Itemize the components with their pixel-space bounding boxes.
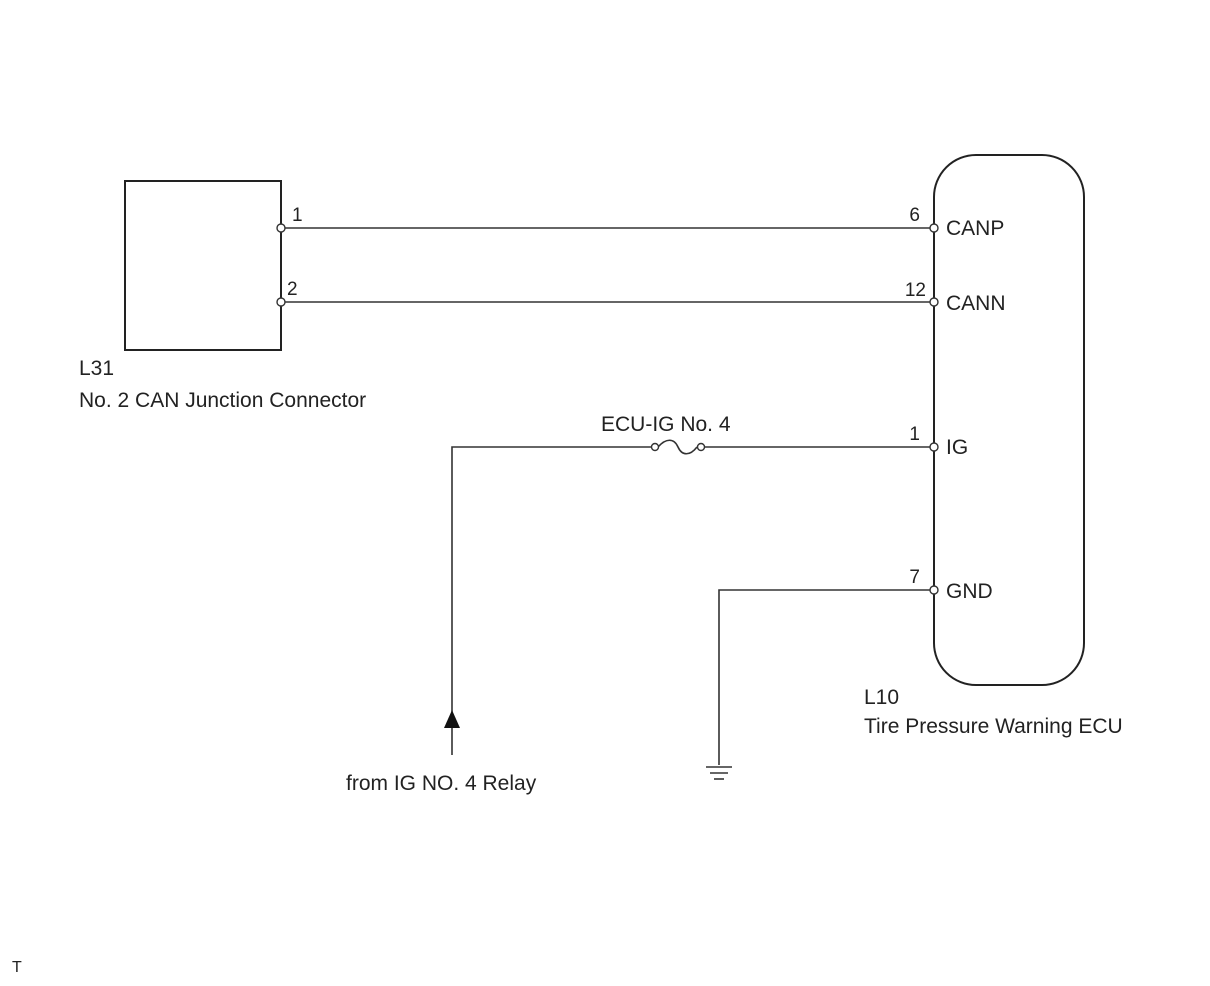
- ecu-pin-canp-terminal: [929, 223, 939, 233]
- l10-ecu-box: [933, 154, 1085, 686]
- ecu-signal-canp: CANP: [946, 217, 1004, 240]
- l31-pin-2-terminal: [276, 297, 286, 307]
- ig-power-wire: [451, 446, 654, 755]
- power-source-label: from IG NO. 4 Relay: [346, 772, 537, 795]
- l31-pin-2-number: 2: [287, 279, 298, 300]
- ground-icon: [706, 766, 732, 780]
- ecu-pin-number-gnd: 7: [909, 567, 920, 588]
- l31-pin-1-terminal: [276, 223, 286, 233]
- power-arrow-icon: [444, 710, 460, 728]
- fuse-terminal-left: [650, 442, 660, 452]
- gnd-wire: [718, 589, 934, 765]
- ecu-pin-gnd-terminal: [929, 585, 939, 595]
- ecu-pin-cann-terminal: [929, 297, 939, 307]
- l31-connector-box: [124, 180, 282, 351]
- ecu-pin-number-cann: 12: [905, 280, 926, 301]
- ecu-pin-number-ig: 1: [909, 424, 920, 445]
- ecu-signal-cann: CANN: [946, 292, 1006, 315]
- fuse-terminal-right: [696, 442, 706, 452]
- footer-mark: T: [12, 959, 22, 976]
- l10-code-label: L10: [864, 686, 899, 709]
- ecu-signal-ig: IG: [946, 436, 968, 459]
- l31-pin-1-number: 1: [292, 205, 303, 226]
- ecu-signal-gnd: GND: [946, 580, 993, 603]
- ecu-pin-ig-terminal: [929, 442, 939, 452]
- fuse-symbol: [657, 439, 698, 455]
- fuse-label: ECU-IG No. 4: [601, 413, 731, 436]
- l10-name-label: Tire Pressure Warning ECU: [864, 715, 1123, 738]
- l31-code-label: L31: [79, 357, 114, 380]
- l31-name-label: No. 2 CAN Junction Connector: [79, 389, 366, 412]
- ecu-pin-number-canp: 6: [909, 205, 920, 226]
